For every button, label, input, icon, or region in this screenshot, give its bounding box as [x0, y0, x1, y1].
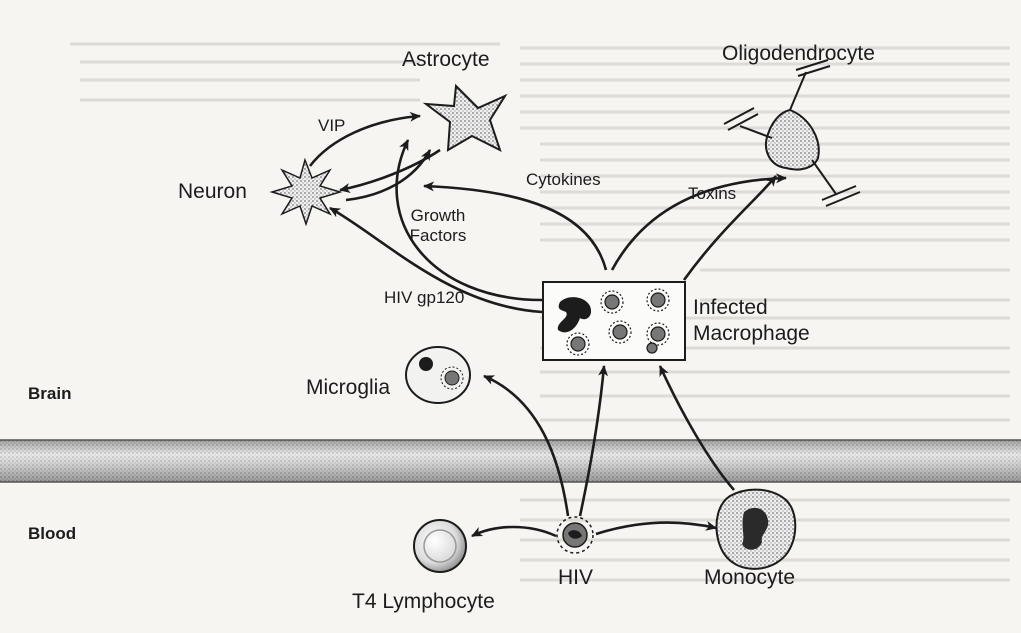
astrocyte-shape — [426, 86, 505, 150]
toxins-label: Toxins — [688, 184, 736, 204]
neuron-shape — [272, 160, 340, 224]
blood-brain-barrier — [0, 440, 1021, 482]
infected-macrophage-label-line2: Macrophage — [693, 322, 810, 346]
t4-lymphocyte-label: T4 Lymphocyte — [352, 590, 495, 614]
growth-factors-label-line2: Factors — [406, 226, 470, 246]
infected-macrophage-box — [543, 282, 685, 360]
hiv-gp120-label: HIV gp120 — [384, 288, 464, 308]
growth-factors-label-line1: Growth — [406, 206, 470, 226]
monocyte-label: Monocyte — [704, 566, 795, 590]
astrocyte-label: Astrocyte — [402, 48, 490, 72]
arrow-hiv-to-t4 — [472, 527, 556, 536]
monocyte-shape — [717, 490, 796, 569]
blood-zone-label: Blood — [28, 524, 76, 544]
neuron-label: Neuron — [178, 180, 247, 204]
microglia-label: Microglia — [306, 376, 390, 400]
t4-lymphocyte-shape — [414, 520, 466, 572]
microglia-shape — [406, 347, 470, 403]
arrow-hiv-to-monocyte — [596, 523, 716, 534]
oligodendrocyte-label: Oligodendrocyte — [722, 42, 875, 66]
infected-macrophage-label-line1: Infected — [693, 296, 768, 320]
hiv-label: HIV — [558, 566, 593, 590]
hiv-virion-shape — [557, 517, 593, 553]
brain-zone-label: Brain — [28, 384, 71, 404]
oligodendrocyte-shape — [724, 60, 860, 206]
cytokines-label: Cytokines — [526, 170, 601, 190]
vip-label: VIP — [318, 116, 345, 136]
